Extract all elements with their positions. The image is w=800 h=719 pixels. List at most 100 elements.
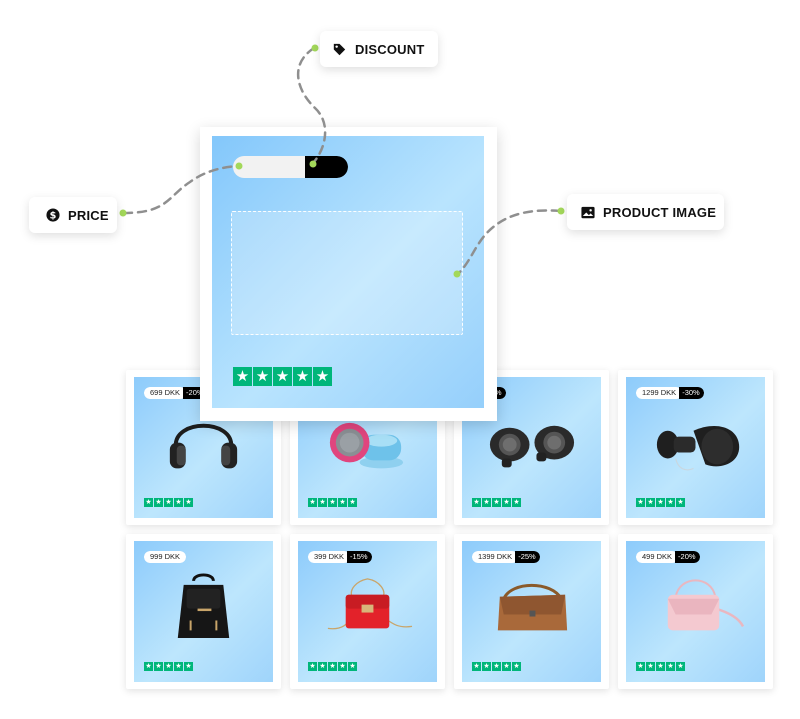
star-icon: ★ (154, 498, 163, 507)
star-icon: ★ (636, 662, 645, 671)
star-icon: ★ (164, 498, 173, 507)
product-image-callout-label: PRODUCT IMAGE (603, 204, 717, 220)
product-card-pink-bag[interactable]: 499 DKK -20% ★★★★★ (618, 534, 773, 689)
product-image-placeholder (231, 211, 463, 335)
price-discount-pill: 999 DKK (144, 551, 187, 563)
star-icon: ★ (253, 367, 272, 386)
rating-stars: ★★★★★ (636, 498, 686, 507)
price-discount-pill: 499 DKK -20% (636, 551, 700, 563)
star-icon: ★ (348, 498, 357, 507)
black-backpack-image (177, 573, 230, 639)
star-icon: ★ (328, 662, 337, 671)
star-icon: ★ (313, 367, 332, 386)
product-card-background: 1399 DKK -25% ★★★★★ (462, 541, 601, 682)
star-icon: ★ (472, 498, 481, 507)
star-icon: ★ (636, 498, 645, 507)
bluetooth-speakers-image (329, 422, 404, 469)
star-icon: ★ (154, 662, 163, 671)
price-callout-label: PRICE (68, 207, 109, 223)
dollar-circle-icon: $ (45, 208, 60, 223)
star-icon: ★ (666, 662, 675, 671)
rating-stars: ★★★★★ (636, 662, 686, 671)
price-discount-pill: 699 DKK -20% (144, 387, 208, 399)
star-icon: ★ (164, 662, 173, 671)
discount-badge: -15% (347, 551, 372, 563)
product-card-brown-bag[interactable]: 1399 DKK -25% ★★★★★ (454, 534, 609, 689)
discount-badge: -20% (675, 551, 700, 563)
price-label: 699 DKK (144, 387, 187, 399)
price-label: 1299 DKK (636, 387, 683, 399)
star-icon: ★ (308, 662, 317, 671)
star-icon: ★ (646, 662, 655, 671)
star-icon: ★ (482, 498, 491, 507)
price-discount-pill: 1299 DKK -30% (636, 387, 704, 399)
product-card-backpack[interactable]: 999 DKK ★★★★★ (126, 534, 281, 689)
star-icon: ★ (656, 498, 665, 507)
product-card-neckband-earbuds[interactable]: 1299 DKK -30% ★★★★★ (618, 370, 773, 525)
pink-crossbody-bag-image (667, 579, 745, 631)
star-icon: ★ (338, 498, 347, 507)
price-label: 399 DKK (308, 551, 351, 563)
rating-stars: ★★★★★ (308, 498, 358, 507)
star-icon: ★ (174, 498, 183, 507)
template-card-background: ★ ★ ★ ★ ★ (212, 136, 484, 408)
star-icon: ★ (174, 662, 183, 671)
star-icon: ★ (308, 498, 317, 507)
product-card-background: 499 DKK -20% ★★★★★ (626, 541, 765, 682)
rating-stars: ★★★★★ (308, 662, 358, 671)
tag-icon (332, 42, 347, 57)
discount-badge: -25% (515, 551, 540, 563)
discount-placeholder (305, 156, 348, 178)
price-callout: $ PRICE (29, 197, 117, 233)
product-card-red-bag[interactable]: 399 DKK -15% ★★★★★ (290, 534, 445, 689)
template-rating-stars: ★ ★ ★ ★ ★ (233, 367, 333, 386)
star-icon: ★ (318, 662, 327, 671)
discount-dot-start (311, 44, 319, 52)
star-icon: ★ (293, 367, 312, 386)
star-icon: ★ (492, 662, 501, 671)
star-icon: ★ (676, 498, 685, 507)
star-icon: ★ (184, 662, 193, 671)
star-icon: ★ (472, 662, 481, 671)
star-icon: ★ (144, 498, 153, 507)
price-dot-start (119, 209, 127, 217)
discount-badge: -30% (679, 387, 704, 399)
star-icon: ★ (184, 498, 193, 507)
star-icon: ★ (144, 662, 153, 671)
product-card-background: 999 DKK ★★★★★ (134, 541, 273, 682)
star-icon: ★ (512, 662, 521, 671)
headphones-image (169, 423, 238, 469)
star-icon: ★ (318, 498, 327, 507)
rating-stars: ★★★★★ (144, 662, 194, 671)
product-card-background: 1299 DKK -30% ★★★★★ (626, 377, 765, 518)
star-icon: ★ (348, 662, 357, 671)
red-crossbody-bag-image (327, 578, 413, 630)
earbuds-image (489, 425, 575, 468)
svg-text:$: $ (49, 211, 56, 222)
template-card: ★ ★ ★ ★ ★ (200, 127, 497, 421)
price-label: 1399 DKK (472, 551, 519, 563)
star-icon: ★ (273, 367, 292, 386)
rating-stars: ★★★★★ (472, 662, 522, 671)
star-icon: ★ (233, 367, 252, 386)
rating-stars: ★★★★★ (472, 498, 522, 507)
star-icon: ★ (482, 662, 491, 671)
discount-callout-label: DISCOUNT (355, 41, 425, 57)
star-icon: ★ (492, 498, 501, 507)
star-icon: ★ (512, 498, 521, 507)
product-image-callout: PRODUCT IMAGE (567, 194, 724, 230)
star-icon: ★ (666, 498, 675, 507)
star-icon: ★ (656, 662, 665, 671)
star-icon: ★ (646, 498, 655, 507)
price-discount-pill: 399 DKK -15% (308, 551, 372, 563)
star-icon: ★ (338, 662, 347, 671)
brown-shoulder-bag-image (497, 584, 568, 631)
price-discount-pill: 1399 DKK -25% (472, 551, 540, 563)
rating-stars: ★★★★★ (144, 498, 194, 507)
price-placeholder (233, 156, 305, 178)
star-icon: ★ (502, 662, 511, 671)
product-image-dot-start (557, 207, 565, 215)
price-label: 499 DKK (636, 551, 679, 563)
discount-callout: DISCOUNT (320, 31, 438, 67)
star-icon: ★ (328, 498, 337, 507)
